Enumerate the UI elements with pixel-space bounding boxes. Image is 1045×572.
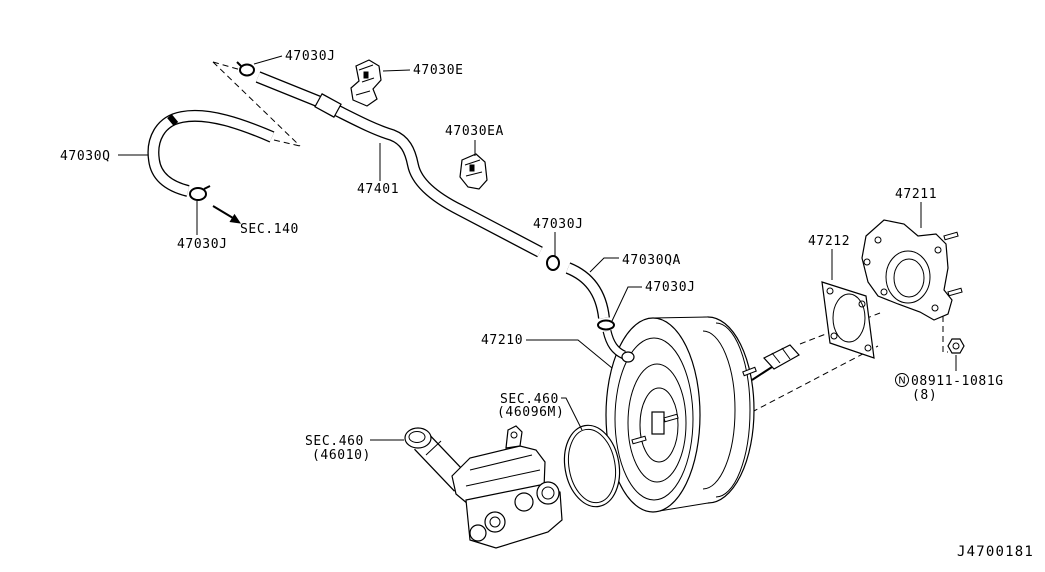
callout-sec-140[interactable]: SEC.140 [240,222,299,237]
callout-47030j-right[interactable]: 47030J [645,280,696,295]
callout-nut[interactable]: N 08911-1081G (8) [895,373,1004,404]
master-cylinder-section[interactable]: SEC.460 [305,434,364,449]
callout-47030j-left[interactable]: 47030J [177,237,228,252]
hose-47030qa [565,262,610,319]
guide-dash [751,345,879,413]
callout-47030j-mid[interactable]: 47030J [533,217,584,232]
callout-47401[interactable]: 47401 [357,182,399,197]
o-ring-section[interactable]: SEC.460 [500,392,559,407]
callout-47030qa[interactable]: 47030QA [622,253,681,268]
booster-rim-seam [702,330,736,490]
clip-47030ea [459,153,488,190]
callout-47030ea[interactable]: 47030EA [445,124,504,139]
figure-id: J4700181 [957,544,1034,560]
booster-center-plate [651,411,665,435]
cylinder-port [514,492,534,512]
callout-labels: 47030J 47030E 47030Q 47030EA 47401 SEC.1… [60,49,1034,560]
cylinder-port [536,481,560,505]
hose-47030q [147,109,275,197]
leader-line-47030qa [589,257,619,273]
bracket-center-hole [885,250,931,304]
push-rod-clevis [763,344,800,370]
callout-master-cylinder[interactable]: SEC.460 (46010) [305,434,371,463]
brake-booster-47210 [605,316,800,513]
hose-marker [167,114,179,126]
push-rod [751,366,773,381]
callout-47030q[interactable]: 47030Q [60,149,111,164]
gasket-47212 [821,281,875,359]
guide-dash [212,61,301,147]
connection-guide-lines [212,61,301,147]
bracket-47211 [861,219,963,321]
cylinder-port [469,524,487,542]
sec-140-arrow [212,205,242,224]
reservoir-tab [505,425,523,449]
leader-line-o-ring [561,397,583,431]
guide-dash [212,61,242,71]
leader-line-47030j-right [611,286,642,322]
leader-line-47030j-top [253,55,283,65]
callout-o-ring[interactable]: SEC.460 (46096M) [497,392,564,420]
guide-dash [942,316,948,353]
nut-08911-1081g [942,316,965,354]
booster-rim-seam [715,322,751,498]
leader-line-47210 [526,339,613,369]
leader-line-47030e [382,69,411,72]
clip-47030j-left [189,185,211,201]
guide-dash [273,139,301,147]
callout-47030e[interactable]: 47030E [413,63,464,78]
o-ring-part-number[interactable]: (46096M) [497,405,564,420]
master-cylinder-46010 [404,425,563,549]
nut-part-number[interactable]: 08911-1081G [911,374,1004,389]
nut-badge: N [898,376,905,387]
clip-47030j-right [597,319,615,331]
nut-quantity: (8) [912,388,937,403]
callout-47212[interactable]: 47212 [808,234,850,249]
check-valve [602,329,635,363]
clip-47030e [350,59,382,107]
nut-badge-circle [895,373,909,387]
vacuum-tube-47401 [255,71,543,258]
callout-47211[interactable]: 47211 [895,187,937,202]
callout-47030j-top[interactable]: 47030J [285,49,336,64]
leader-lines [118,55,957,441]
clip-47030j-mid [546,255,560,271]
o-ring-46096m [563,424,621,508]
callout-47210[interactable]: 47210 [481,333,523,348]
gasket-center-hole [832,293,866,343]
master-cylinder-part-number[interactable]: (46010) [312,448,371,463]
arrow-head-icon [229,213,242,224]
cylinder-port [484,511,506,533]
clip-47030j-top [236,61,255,77]
